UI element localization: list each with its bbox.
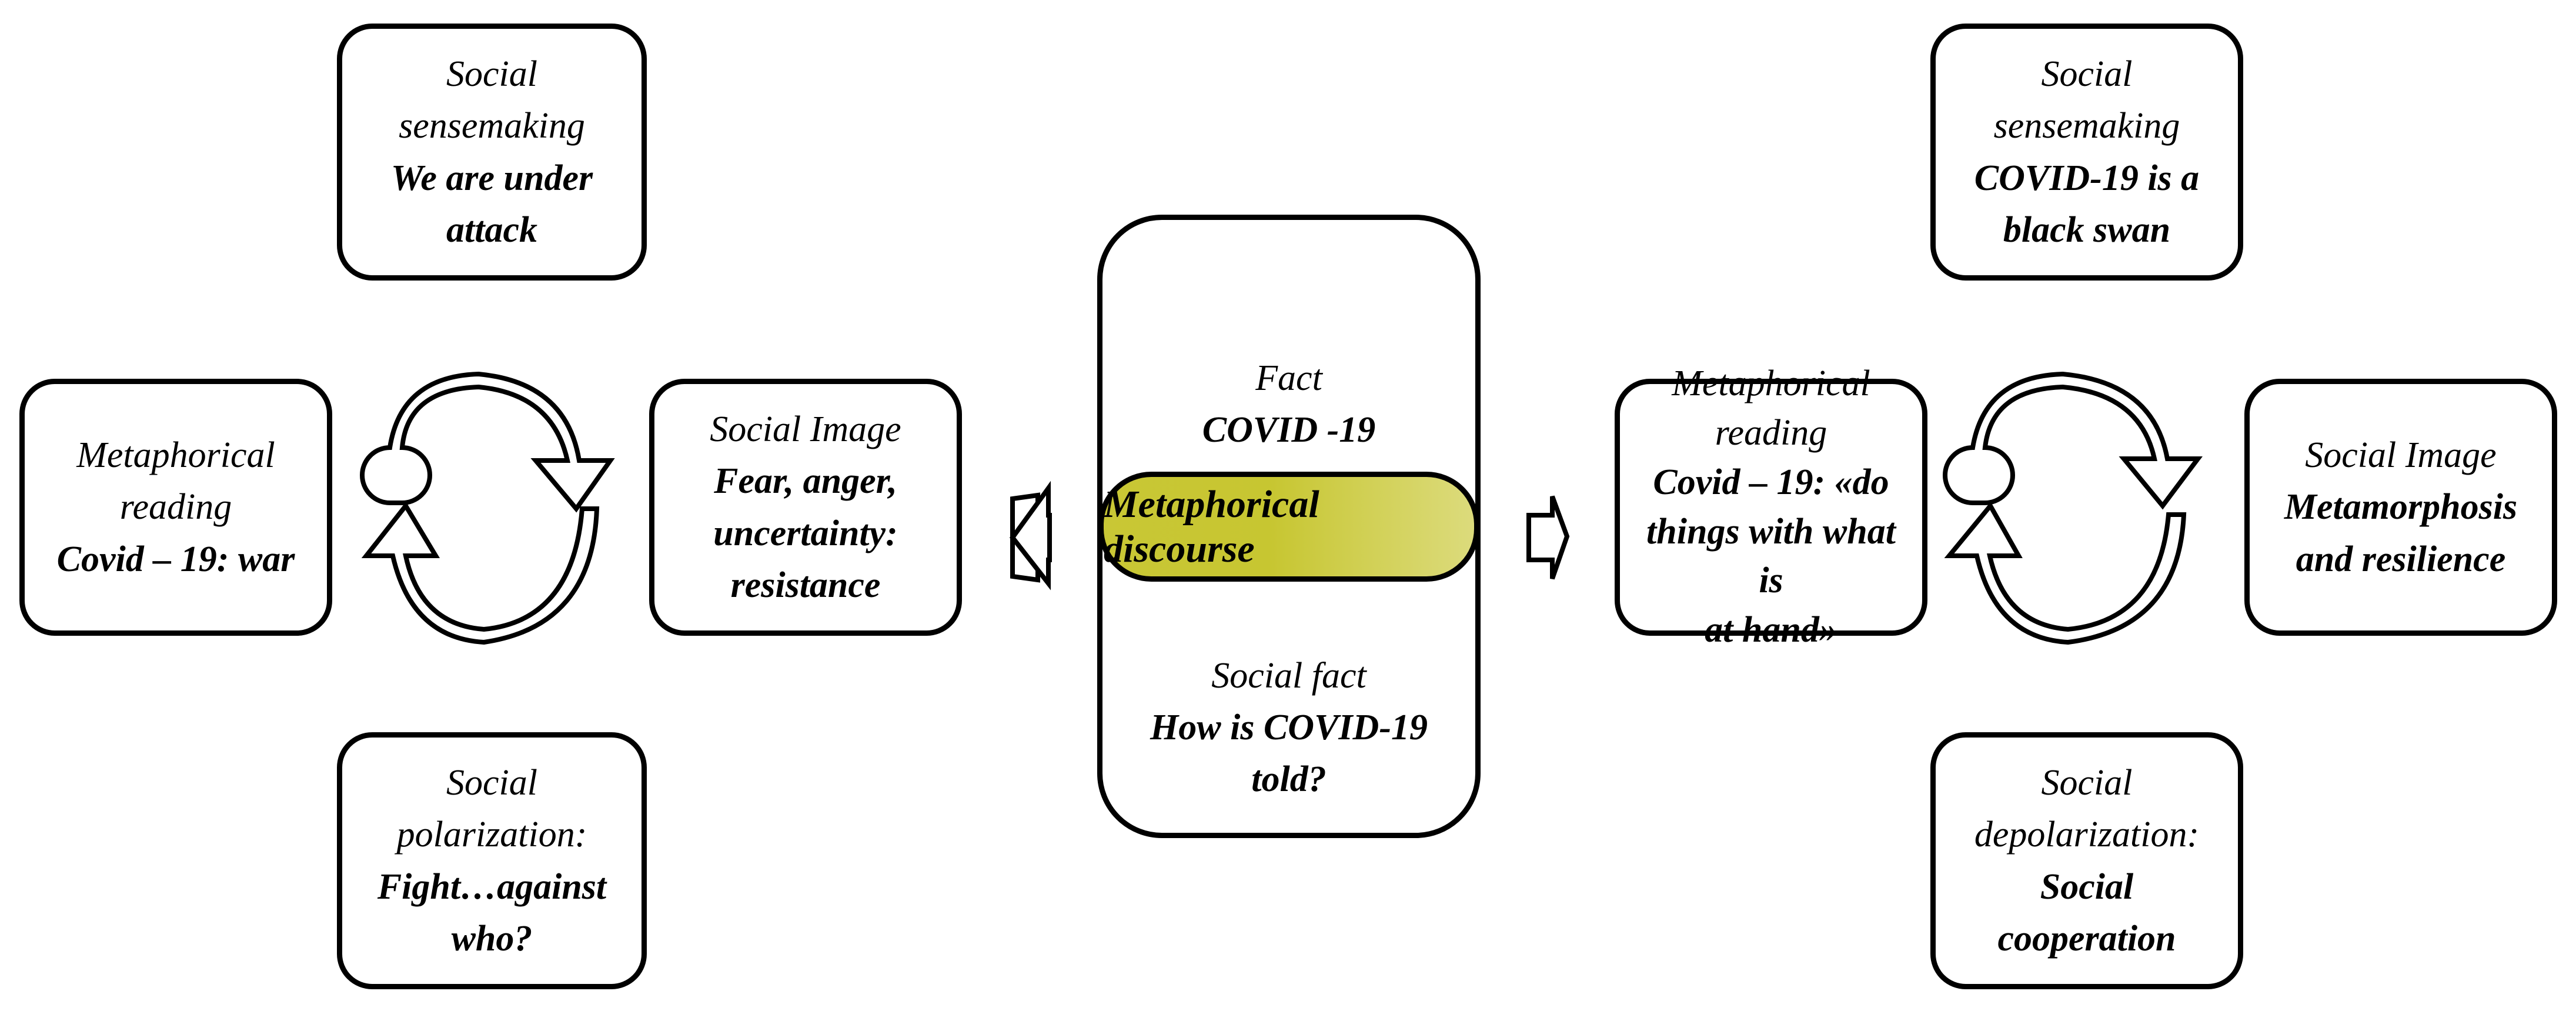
left-sensemaking-box: Social sensemaking We are under attack — [337, 24, 647, 281]
left-polarization-box: Social polarization: Fight…against who? — [337, 732, 647, 989]
left-reading-value: Covid – 19: war — [56, 539, 295, 579]
left-polarization-line-1: Fight…against — [377, 866, 607, 907]
right-reading-line-2: things with what is — [1646, 511, 1896, 601]
right-depolarization-label-2: depolarization: — [1974, 815, 2200, 855]
left-sensemaking-label: Social sensemaking — [399, 54, 585, 146]
right-image-line-2: and resilience — [2296, 539, 2506, 579]
left-image-line-3: resistance — [730, 565, 881, 605]
right-reading-box: Metaphorical reading Covid – 19: «do thi… — [1615, 363, 1927, 650]
right-cycle-arrow-icon — [1943, 371, 2203, 645]
left-image-line-1: Fear, anger, — [714, 461, 897, 502]
right-image-line-1: Metamorphosis — [2284, 487, 2518, 528]
left-reading-label-2: reading — [119, 487, 232, 528]
left-reading-label-1: Metaphorical — [76, 435, 275, 476]
center-fact-value: COVID -19 — [1202, 410, 1376, 451]
metaphorical-discourse-label: Metaphorical discourse — [1104, 482, 1319, 570]
left-cycle-upper-arc — [360, 371, 615, 513]
center-social-fact-label: Social fact — [1211, 656, 1366, 696]
right-reading-line-1: Covid – 19: «do — [1653, 462, 1889, 502]
right-image-label: Social Image — [2305, 435, 2497, 476]
right-sensemaking-line-2: black swan — [2003, 209, 2171, 250]
left-polarization-line-2: who? — [451, 918, 533, 959]
left-hollow-arrow-head — [1009, 481, 1052, 590]
left-sensemaking-line-1: We are under — [390, 158, 593, 198]
right-sensemaking-label: Social sensemaking — [1993, 54, 2180, 146]
right-cycle-upper-arc — [1943, 371, 2203, 510]
right-depolarization-box: Social depolarization: Social cooperatio… — [1930, 732, 2243, 989]
center-social-fact-question: How is COVID-19 told? — [1150, 708, 1428, 800]
right-cycle-lower-arc — [1944, 501, 2187, 645]
right-sensemaking-box: Social sensemaking COVID-19 is a black s… — [1930, 24, 2243, 281]
left-reading-box: Metaphorical reading Covid – 19: war — [19, 379, 332, 636]
left-image-line-2: uncertainty: — [713, 513, 898, 553]
right-reading-label-2: reading — [1715, 413, 1827, 453]
right-reading-label-1: Metaphorical — [1672, 363, 1870, 404]
left-image-label: Social Image — [710, 409, 901, 450]
center-fact-label: Fact — [1255, 358, 1322, 398]
right-image-box: Social Image Metamorphosis and resilienc… — [2244, 379, 2557, 636]
left-sensemaking-line-2: attack — [446, 209, 537, 250]
right-sensemaking-line-1: COVID-19 is a — [1974, 158, 2200, 198]
right-depolarization-value: Social cooperation — [1997, 866, 2176, 959]
right-hollow-arrow-icon — [1526, 495, 1570, 580]
left-polarization-label: Social polarization: — [396, 763, 587, 855]
right-reading-line-3: at hand» — [1705, 609, 1837, 650]
left-cycle-arrow-icon — [360, 371, 615, 645]
left-image-box: Social Image Fear, anger, uncertainty: r… — [649, 379, 962, 636]
left-cycle-lower-arc — [361, 501, 600, 645]
metaphorical-discourse-pill: Metaphorical discourse — [1098, 472, 1479, 582]
right-depolarization-label-1: Social — [2041, 763, 2133, 803]
